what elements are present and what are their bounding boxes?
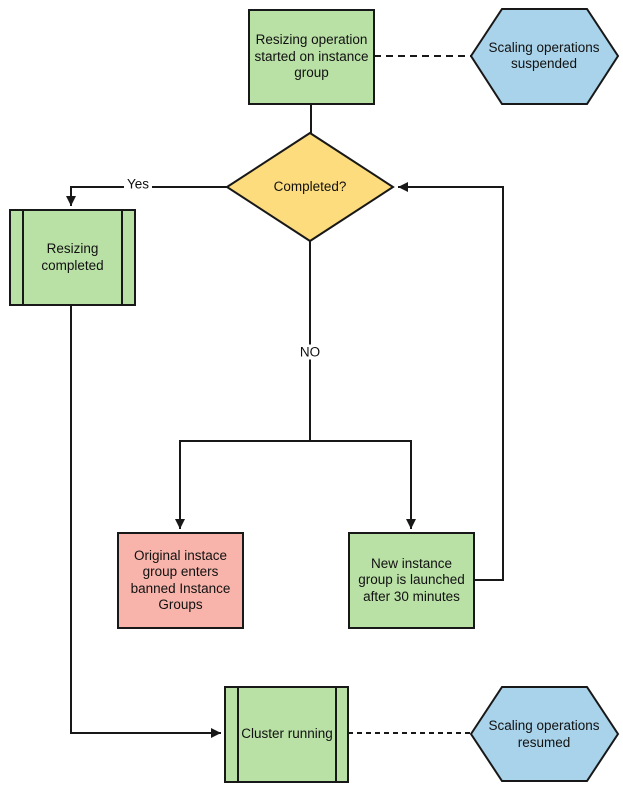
node-cluster-shape xyxy=(224,686,349,783)
node-resumed-shape xyxy=(469,686,620,782)
node-suspended-shape xyxy=(469,8,620,105)
node-completed-decision-shape xyxy=(225,131,395,243)
edge-no-to-new-group xyxy=(310,440,416,529)
node-banned-shape xyxy=(117,532,244,629)
node-new-group-shape xyxy=(348,532,475,629)
edge-resizing-completed-to-cluster xyxy=(70,305,221,738)
edge-yes-to-resizing-completed xyxy=(66,186,227,206)
node-resizing-completed-shape xyxy=(9,209,136,306)
edge-no-to-banned xyxy=(175,440,310,529)
edge-new-group-to-decision xyxy=(398,182,504,581)
node-start-shape xyxy=(248,9,375,105)
